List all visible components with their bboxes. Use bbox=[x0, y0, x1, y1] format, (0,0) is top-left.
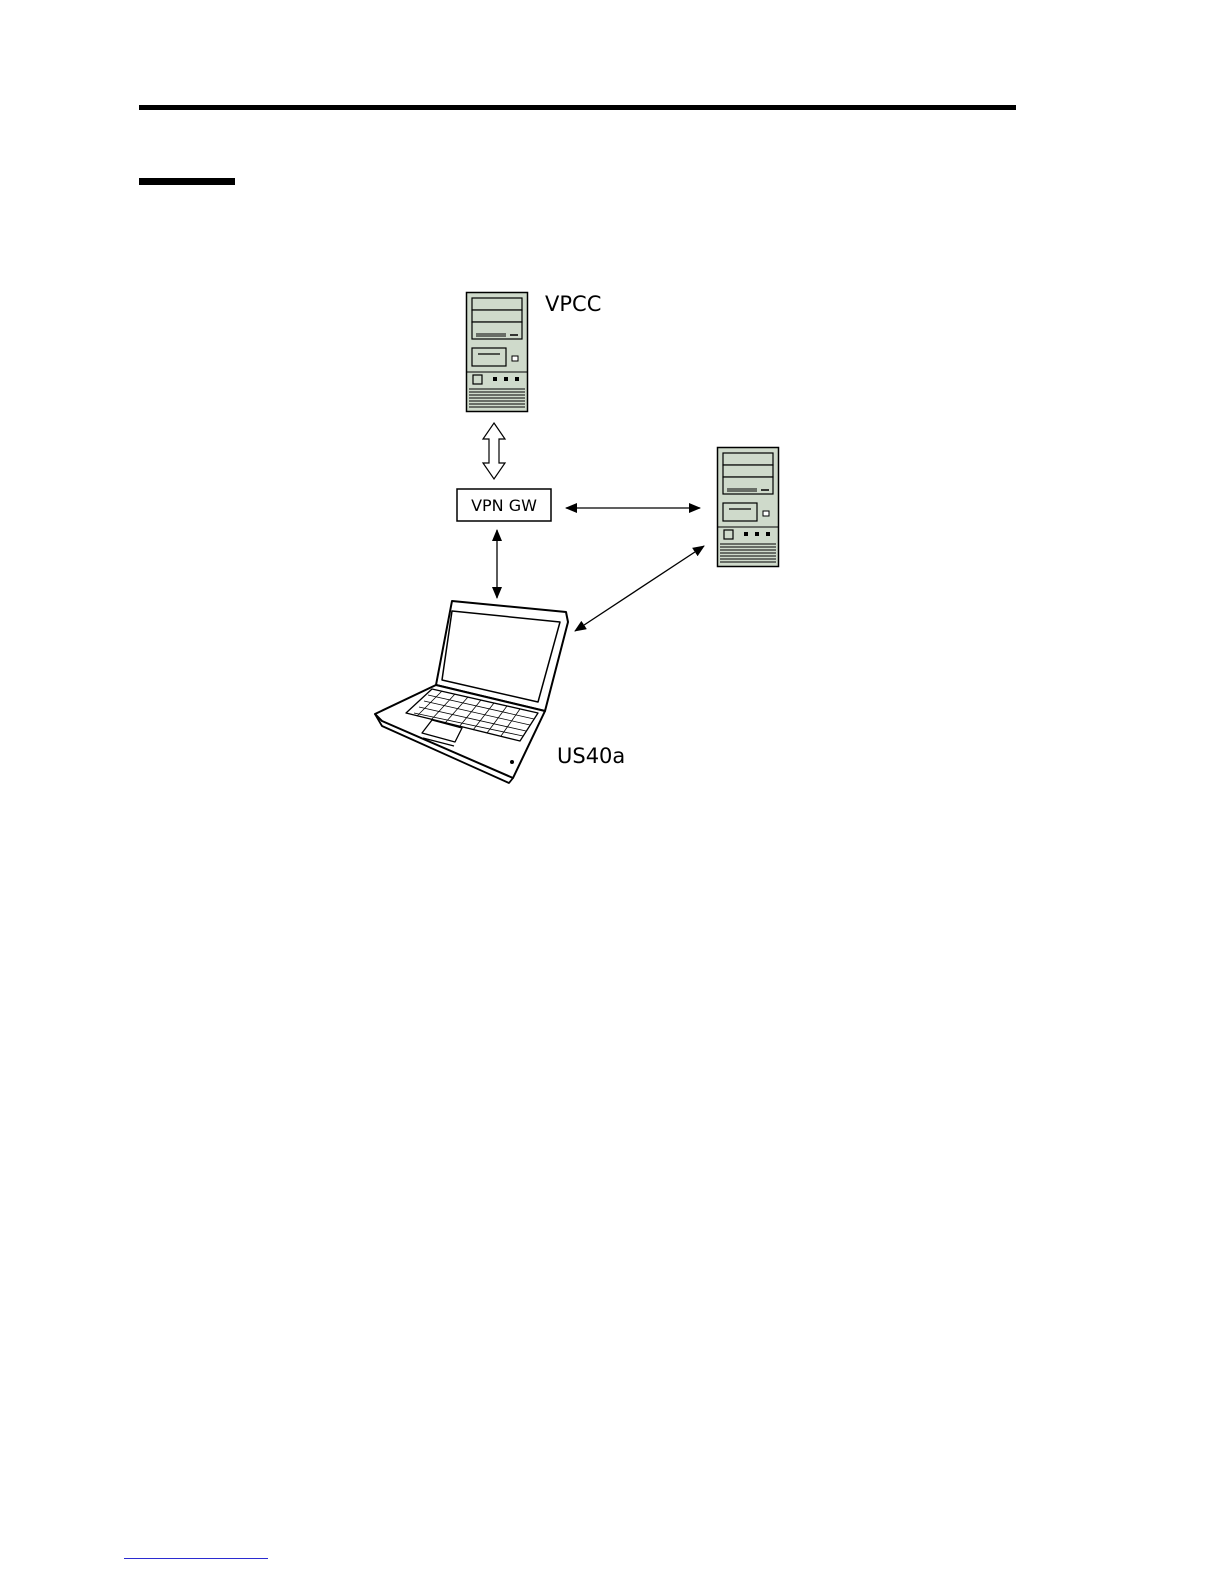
vpn-gw-box: VPN GW bbox=[457, 489, 551, 521]
vpcc-server-icon bbox=[466, 293, 528, 412]
vpn-gw-label: VPN GW bbox=[471, 496, 537, 515]
laptop-icon bbox=[375, 601, 568, 783]
laptop-server-arrow bbox=[575, 546, 704, 631]
laptop-label: US40a bbox=[557, 744, 625, 768]
vpcc-label: VPCC bbox=[545, 292, 601, 316]
right-server-icon bbox=[717, 448, 779, 567]
footer-rule bbox=[124, 1558, 268, 1559]
vpcc-vpngw-hollow-arrow bbox=[483, 423, 505, 479]
